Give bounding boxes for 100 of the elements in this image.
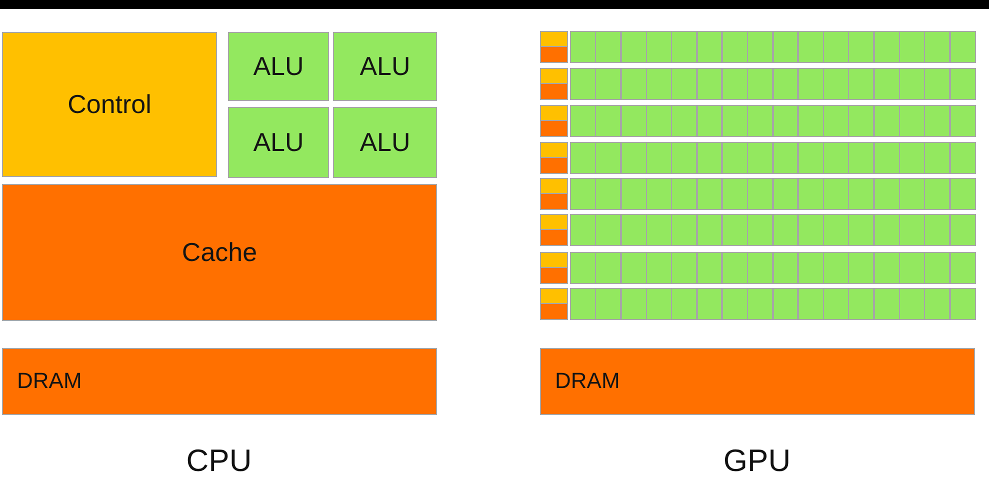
alu-label: ALU <box>253 52 304 81</box>
gpu-alu-block <box>595 288 622 320</box>
gpu-alu-block <box>950 214 976 246</box>
gpu-alu-block <box>874 178 900 210</box>
gpu-alu-block <box>696 214 722 246</box>
gpu-alu-block <box>950 31 976 63</box>
control-block <box>2 32 217 177</box>
gpu-control-block <box>540 214 568 230</box>
gpu-alu-block <box>823 214 850 246</box>
gpu-alu-block <box>696 288 722 320</box>
alu-label: ALU <box>360 128 410 157</box>
gpu-alu-block <box>747 214 774 246</box>
dram-label: DRAM <box>555 369 620 394</box>
gpu-alu-block <box>848 142 874 174</box>
gpu-alu-block <box>772 105 798 137</box>
gpu-alu-block <box>848 214 874 246</box>
gpu-cache-block <box>540 46 568 63</box>
alu-label: ALU <box>253 128 304 157</box>
gpu-cache-block <box>540 193 568 210</box>
gpu-alu-block <box>798 142 824 174</box>
gpu-alu-block <box>620 178 647 210</box>
gpu-alu-block <box>671 288 698 320</box>
alu-label: ALU <box>360 52 410 81</box>
gpu-alu-block <box>924 252 950 284</box>
gpu-alu-block <box>722 142 748 174</box>
gpu-alu-block <box>646 105 672 137</box>
gpu-alu-block <box>798 288 824 320</box>
gpu-alu-block <box>950 288 976 320</box>
gpu-alu-block <box>570 252 596 284</box>
gpu-alu-block <box>848 252 874 284</box>
gpu-alu-block <box>823 178 850 210</box>
gpu-alu-block <box>899 214 925 246</box>
gpu-alu-block <box>772 252 798 284</box>
gpu-alu-block <box>950 252 976 284</box>
gpu-alu-block <box>646 31 672 63</box>
gpu-alu-block <box>671 252 698 284</box>
dram-label: DRAM <box>17 369 82 394</box>
gpu-alu-block <box>671 68 698 100</box>
gpu-alu-block <box>570 288 596 320</box>
gpu-alu-block <box>798 178 824 210</box>
gpu-alu-block <box>747 178 774 210</box>
processor-caption: GPU <box>723 444 791 478</box>
gpu-cache-block <box>540 83 568 100</box>
gpu-alu-block <box>848 178 874 210</box>
gpu-alu-block <box>798 31 824 63</box>
gpu-alu-block <box>899 68 925 100</box>
gpu-alu-block <box>646 288 672 320</box>
gpu-alu-block <box>899 142 925 174</box>
alu-block <box>228 107 329 178</box>
processor-caption: CPU <box>186 444 252 478</box>
gpu-alu-block <box>848 31 874 63</box>
gpu-alu-block <box>823 252 850 284</box>
gpu-alu-block <box>924 288 950 320</box>
gpu-alu-block <box>620 31 647 63</box>
gpu-alu-block <box>595 252 622 284</box>
gpu-alu-block <box>950 105 976 137</box>
alu-block <box>228 32 329 101</box>
gpu-alu-block <box>722 214 748 246</box>
alu-block <box>333 32 437 101</box>
gpu-alu-block <box>646 68 672 100</box>
gpu-alu-block <box>874 31 900 63</box>
gpu-alu-block <box>823 105 850 137</box>
gpu-alu-block <box>899 288 925 320</box>
gpu-alu-block <box>798 252 824 284</box>
gpu-alu-block <box>747 68 774 100</box>
gpu-alu-block <box>823 288 850 320</box>
gpu-alu-block <box>823 68 850 100</box>
gpu-alu-block <box>772 214 798 246</box>
gpu-alu-block <box>848 288 874 320</box>
gpu-control-block <box>540 68 568 84</box>
gpu-alu-block <box>899 178 925 210</box>
gpu-alu-block <box>696 31 722 63</box>
gpu-alu-block <box>924 142 950 174</box>
gpu-control-block <box>540 105 568 121</box>
gpu-alu-block <box>696 105 722 137</box>
gpu-alu-block <box>798 105 824 137</box>
gpu-alu-block <box>696 142 722 174</box>
dram-block <box>540 348 975 415</box>
gpu-cache-block <box>540 267 568 284</box>
gpu-alu-block <box>924 31 950 63</box>
gpu-alu-block <box>772 178 798 210</box>
gpu-alu-block <box>747 105 774 137</box>
gpu-control-block <box>540 142 568 158</box>
gpu-alu-block <box>646 178 672 210</box>
gpu-cache-block <box>540 157 568 174</box>
gpu-alu-block <box>874 68 900 100</box>
gpu-alu-block <box>722 68 748 100</box>
gpu-alu-block <box>747 252 774 284</box>
gpu-alu-block <box>620 288 647 320</box>
gpu-alu-block <box>595 105 622 137</box>
gpu-alu-block <box>950 178 976 210</box>
gpu-alu-block <box>646 252 672 284</box>
gpu-alu-block <box>671 105 698 137</box>
gpu-alu-block <box>747 288 774 320</box>
gpu-cache-block <box>540 120 568 137</box>
gpu-alu-block <box>950 68 976 100</box>
gpu-alu-block <box>671 214 698 246</box>
gpu-alu-block <box>696 252 722 284</box>
gpu-alu-block <box>671 31 698 63</box>
gpu-alu-block <box>874 105 900 137</box>
